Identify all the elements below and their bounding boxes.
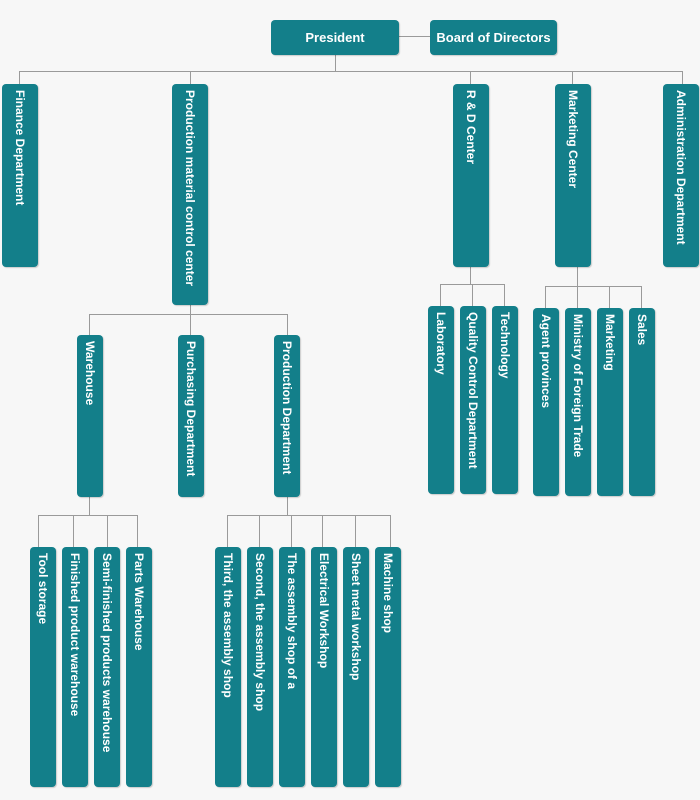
- warehouse-label: Warehouse: [83, 341, 97, 406]
- third-assembly-shop-node[interactable]: Third, the assembly shop: [215, 547, 241, 787]
- connector-president-stem: [335, 55, 336, 72]
- assembly-shop-a-label: The assembly shop of a: [285, 553, 299, 690]
- purchasing-department-label: Purchasing Department: [184, 341, 198, 477]
- marketing-label: Marketing: [603, 314, 617, 371]
- connector-shop-a-drop: [291, 515, 292, 547]
- connector-production-dept-stem: [287, 497, 288, 516]
- president-label: President: [305, 30, 365, 45]
- ministry-of-foreign-trade-label: Ministry of Foreign Trade: [571, 314, 585, 458]
- connector-production-dept-bus: [227, 515, 391, 516]
- second-assembly-shop-label: Second, the assembly shop: [253, 553, 267, 712]
- connector-finance-drop: [19, 71, 20, 84]
- marketing-node[interactable]: Marketing: [597, 308, 623, 496]
- sheet-metal-workshop-node[interactable]: Sheet metal workshop: [343, 547, 369, 787]
- ministry-of-foreign-trade-node[interactable]: Ministry of Foreign Trade: [565, 308, 591, 496]
- connector-marketing-stem: [577, 267, 578, 287]
- sheet-metal-workshop-label: Sheet metal workshop: [349, 553, 363, 681]
- production-department-label: Production Department: [280, 341, 294, 475]
- connector-semi-finished-drop: [107, 515, 108, 547]
- second-assembly-shop-node[interactable]: Second, the assembly shop: [247, 547, 273, 787]
- connector-laboratory-drop: [440, 284, 441, 306]
- connector-finished-drop: [73, 515, 74, 547]
- connector-production-material-bus: [89, 314, 288, 315]
- marketing-center-label: Marketing Center: [566, 90, 580, 189]
- connector-quality-drop: [472, 284, 473, 306]
- connector-president-board: [399, 36, 430, 37]
- connector-warehouse-drop: [89, 314, 90, 335]
- agent-provinces-label: Agent provinces: [539, 314, 553, 409]
- marketing-center-node[interactable]: Marketing Center: [555, 84, 591, 267]
- laboratory-label: Laboratory: [434, 312, 448, 375]
- electrical-workshop-node[interactable]: Electrical Workshop: [311, 547, 337, 787]
- production-material-control-center-node[interactable]: Production material control center: [172, 84, 208, 305]
- connector-foreign-trade-drop: [577, 286, 578, 308]
- finished-product-warehouse-label: Finished product warehouse: [68, 553, 82, 717]
- connector-parts-drop: [137, 515, 138, 547]
- connector-level1-bus: [19, 71, 683, 72]
- purchasing-department-node[interactable]: Purchasing Department: [178, 335, 204, 497]
- technology-node[interactable]: Technology: [492, 306, 518, 494]
- sales-node[interactable]: Sales: [629, 308, 655, 496]
- connector-marketing-drop: [572, 71, 573, 84]
- connector-electrical-drop: [322, 515, 323, 547]
- connector-rd-drop: [470, 71, 471, 84]
- connector-third-drop: [227, 515, 228, 547]
- warehouse-node[interactable]: Warehouse: [77, 335, 103, 497]
- connector-administration-drop: [682, 71, 683, 84]
- connector-second-drop: [259, 515, 260, 547]
- board-of-directors-label: Board of Directors: [436, 30, 551, 45]
- quality-control-department-label: Quality Control Department: [466, 312, 480, 469]
- machine-shop-label: Machine shop: [381, 553, 395, 634]
- connector-production-dept-drop: [287, 314, 288, 335]
- finished-product-warehouse-node[interactable]: Finished product warehouse: [62, 547, 88, 787]
- production-department-node[interactable]: Production Department: [274, 335, 300, 497]
- assembly-shop-a-node[interactable]: The assembly shop of a: [279, 547, 305, 787]
- connector-production-material-drop: [190, 71, 191, 84]
- connector-sheet-metal-drop: [355, 515, 356, 547]
- electrical-workshop-label: Electrical Workshop: [317, 553, 331, 669]
- connector-marketing-sub-drop: [609, 286, 610, 308]
- finance-department-label: Finance Department: [13, 90, 27, 206]
- connector-tool-storage-drop: [38, 515, 39, 547]
- technology-label: Technology: [498, 312, 512, 379]
- rd-center-label: R & D Center: [464, 90, 478, 165]
- parts-warehouse-label: Parts Warehouse: [132, 553, 146, 651]
- administration-department-label: Administration Department: [674, 90, 688, 245]
- connector-production-material-stem: [190, 305, 191, 315]
- parts-warehouse-node[interactable]: Parts Warehouse: [126, 547, 152, 787]
- connector-agent-drop: [545, 286, 546, 308]
- connector-marketing-bus: [545, 286, 642, 287]
- production-material-control-center-label: Production material control center: [183, 90, 197, 287]
- president-node[interactable]: President: [271, 20, 399, 55]
- connector-warehouse-stem: [89, 497, 90, 516]
- semi-finished-products-warehouse-label: Semi-finished products warehouse: [100, 553, 114, 753]
- finance-department-node[interactable]: Finance Department: [2, 84, 38, 267]
- board-of-directors-node[interactable]: Board of Directors: [430, 20, 557, 55]
- connector-technology-drop: [504, 284, 505, 306]
- connector-sales-drop: [641, 286, 642, 308]
- connector-warehouse-bus: [38, 515, 138, 516]
- administration-department-node[interactable]: Administration Department: [663, 84, 699, 267]
- connector-machine-shop-drop: [390, 515, 391, 547]
- connector-purchasing-drop: [190, 314, 191, 335]
- semi-finished-products-warehouse-node[interactable]: Semi-finished products warehouse: [94, 547, 120, 787]
- sales-label: Sales: [635, 314, 649, 346]
- third-assembly-shop-label: Third, the assembly shop: [221, 553, 235, 698]
- agent-provinces-node[interactable]: Agent provinces: [533, 308, 559, 496]
- machine-shop-node[interactable]: Machine shop: [375, 547, 401, 787]
- rd-center-node[interactable]: R & D Center: [453, 84, 489, 267]
- tool-storage-node[interactable]: Tool storage: [30, 547, 56, 787]
- laboratory-node[interactable]: Laboratory: [428, 306, 454, 494]
- connector-rd-stem: [470, 267, 471, 285]
- quality-control-department-node[interactable]: Quality Control Department: [460, 306, 486, 494]
- tool-storage-label: Tool storage: [36, 553, 50, 625]
